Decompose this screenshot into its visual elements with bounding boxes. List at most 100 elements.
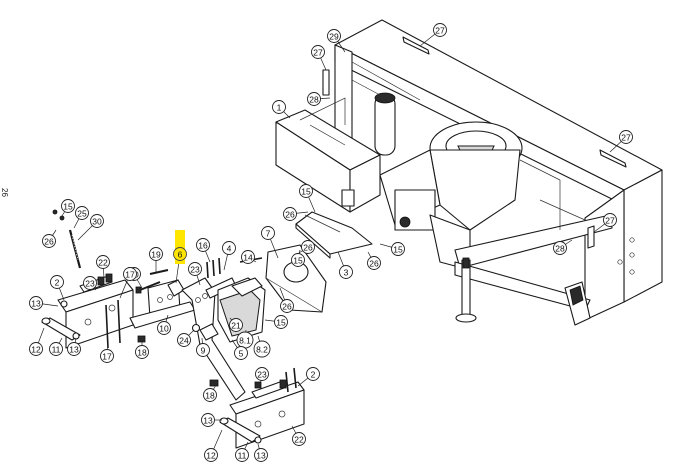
callout-label: 9 <box>201 346 206 356</box>
long-bolt <box>52 209 82 269</box>
callout-label: 1 <box>277 103 282 113</box>
callout-label: 25 <box>77 209 87 219</box>
callout-27: 27 <box>433 23 447 37</box>
callout-13: 13 <box>29 296 43 310</box>
callout-label: 17 <box>102 352 112 362</box>
callout-17: 17 <box>123 267 137 281</box>
callout-19: 19 <box>149 247 163 261</box>
callout-21: 21 <box>229 318 243 332</box>
callout-label: 2 <box>311 370 316 380</box>
callout-bubbles: 2729272812727281526152637261526158.18.22… <box>29 23 633 462</box>
callout-label: 12 <box>206 451 216 461</box>
callout-23: 23 <box>83 276 97 290</box>
bolt-17-lower <box>285 371 289 393</box>
callout-label: 23 <box>85 279 95 289</box>
washer-24 <box>191 323 201 333</box>
callout-28: 28 <box>553 241 567 255</box>
pto-guard <box>265 244 327 313</box>
callout-label: 13 <box>69 345 79 355</box>
callout-label: 13 <box>203 416 213 426</box>
callout-10: 10 <box>157 321 171 335</box>
callout-label: 18 <box>137 348 147 358</box>
callout-label: 15 <box>293 256 303 266</box>
callout-label: 27 <box>621 133 631 143</box>
callout-label: 26 <box>282 302 292 312</box>
callout-15: 15 <box>291 253 305 267</box>
callout-label: 15 <box>301 187 311 197</box>
callout-2: 2 <box>306 367 320 381</box>
callout-label: 4 <box>227 244 232 254</box>
main-frame <box>275 19 663 326</box>
callout-24: 24 <box>177 333 191 347</box>
callout-label: 23 <box>190 265 200 275</box>
callout-label: 29 <box>329 32 339 42</box>
callout-27: 27 <box>603 213 617 227</box>
callout-15: 15 <box>61 199 75 213</box>
vertical-bracket <box>181 277 246 401</box>
callout-label: 11 <box>52 345 61 355</box>
bolt-17-lower-b <box>293 367 297 389</box>
callout-13: 13 <box>201 413 215 427</box>
callout-label: 15 <box>393 245 403 255</box>
callout-22: 22 <box>96 255 110 269</box>
shield-plate <box>295 211 373 259</box>
page-number-mark: 26 <box>0 188 9 197</box>
callout-label: 8.1 <box>239 336 251 346</box>
callout-17: 17 <box>100 349 114 363</box>
callout-label: 14 <box>243 253 253 263</box>
callout-8.2: 8.2 <box>253 340 271 358</box>
callout-25: 25 <box>75 206 89 220</box>
callout-22: 22 <box>292 432 306 446</box>
callout-14: 14 <box>241 250 255 264</box>
callout-2: 2 <box>50 275 64 289</box>
callout-6: 6 <box>173 230 187 264</box>
callout-13: 13 <box>254 448 268 462</box>
callout-27: 27 <box>311 45 325 59</box>
callout-29: 29 <box>327 29 341 43</box>
callout-15: 15 <box>299 184 313 198</box>
callout-label: 7 <box>266 229 271 239</box>
callout-label: 22 <box>294 435 304 445</box>
callout-13: 13 <box>67 342 81 356</box>
callout-label: 12 <box>31 345 41 355</box>
callout-23: 23 <box>255 367 269 381</box>
callout-1: 1 <box>272 100 286 114</box>
callout-27: 27 <box>619 130 633 144</box>
callout-label: 27 <box>435 26 445 36</box>
callout-label: 26 <box>303 243 313 253</box>
callout-label: 3 <box>344 268 349 278</box>
callout-label: 11 <box>238 451 247 461</box>
callout-label: 23 <box>257 370 267 380</box>
callout-26: 26 <box>367 256 381 270</box>
callout-label: 26 <box>369 259 379 269</box>
upper-pin <box>41 300 81 341</box>
lower-pin <box>219 417 262 444</box>
callout-label: 18 <box>205 391 215 401</box>
callout-9: 9 <box>196 343 210 357</box>
callout-26: 26 <box>280 299 294 313</box>
callout-26: 26 <box>283 207 297 221</box>
callout-15: 15 <box>274 315 288 329</box>
callout-15: 15 <box>391 242 405 256</box>
callout-label: 13 <box>256 451 266 461</box>
callout-label: 26 <box>285 210 295 220</box>
callout-26: 26 <box>42 234 56 248</box>
callout-label: 15 <box>63 202 73 212</box>
callout-23: 23 <box>188 262 202 276</box>
callout-11: 11 <box>235 448 249 462</box>
callout-label: 28 <box>309 95 319 105</box>
callout-label: 19 <box>151 250 161 260</box>
callout-label: 5 <box>239 349 244 359</box>
callout-label: 27 <box>605 216 615 226</box>
callout-12: 12 <box>29 342 43 356</box>
callout-label: 16 <box>198 241 208 251</box>
callout-label: 22 <box>98 258 108 268</box>
highlight-marker <box>175 230 185 264</box>
callout-30: 30 <box>90 214 104 228</box>
callout-label: 6 <box>178 250 183 260</box>
callout-7: 7 <box>261 226 275 240</box>
callout-label: 26 <box>44 237 54 247</box>
callout-26: 26 <box>301 240 315 254</box>
callout-28: 28 <box>307 92 321 106</box>
